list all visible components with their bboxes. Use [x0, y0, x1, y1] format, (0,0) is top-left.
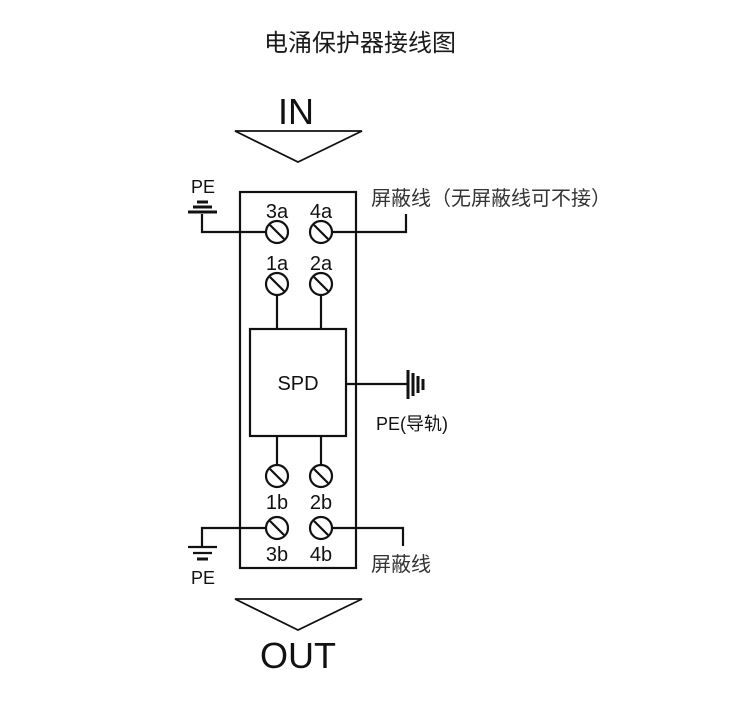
bottom-shield-label: 屏蔽线	[371, 552, 431, 576]
output-label: OUT	[260, 635, 336, 676]
terminal-3a	[264, 219, 290, 245]
terminal-label-1b: 1b	[266, 492, 288, 514]
ground-icon-top	[188, 200, 217, 214]
screw-terminal-icon	[264, 463, 290, 489]
wire-3b-pe	[200, 526, 266, 546]
rail-pe-label: PE(导轨)	[376, 414, 448, 434]
terminal-1b	[264, 463, 290, 489]
spd-module-housing	[238, 190, 358, 570]
terminal-label-1a: 1a	[266, 253, 289, 275]
terminal-1a	[264, 271, 290, 297]
terminal-2b	[308, 463, 334, 489]
wire-3a-pe	[200, 214, 266, 234]
ground-icon-bottom	[188, 545, 217, 561]
input-arrow-icon	[234, 130, 363, 164]
bottom-pe-label: PE	[191, 568, 215, 588]
terminal-4b	[308, 515, 334, 541]
terminal-label-3a: 3a	[266, 201, 289, 223]
terminal-label-3b: 3b	[266, 544, 288, 566]
terminal-label-2a: 2a	[310, 253, 333, 275]
terminal-label-2b: 2b	[310, 492, 332, 514]
output-arrow-icon	[234, 598, 363, 632]
terminal-2a	[308, 271, 334, 297]
terminal-label-4b: 4b	[310, 544, 332, 566]
terminal-3b	[264, 515, 290, 541]
top-shield-label: 屏蔽线（无屏蔽线可不接）	[371, 186, 611, 210]
ground-rail-icon	[406, 370, 425, 399]
wire-4b-shield	[332, 526, 405, 546]
screw-terminal-icon	[308, 463, 334, 489]
terminal-label-4a: 4a	[310, 201, 333, 223]
wire-4a-shield	[332, 214, 408, 234]
spd-block	[248, 327, 348, 438]
diagram-title: 电涌保护器接线图	[264, 29, 456, 57]
top-pe-label: PE	[191, 177, 215, 197]
spd-label: SPD	[277, 373, 318, 395]
terminal-4a	[308, 219, 334, 245]
input-label: IN	[278, 91, 314, 132]
